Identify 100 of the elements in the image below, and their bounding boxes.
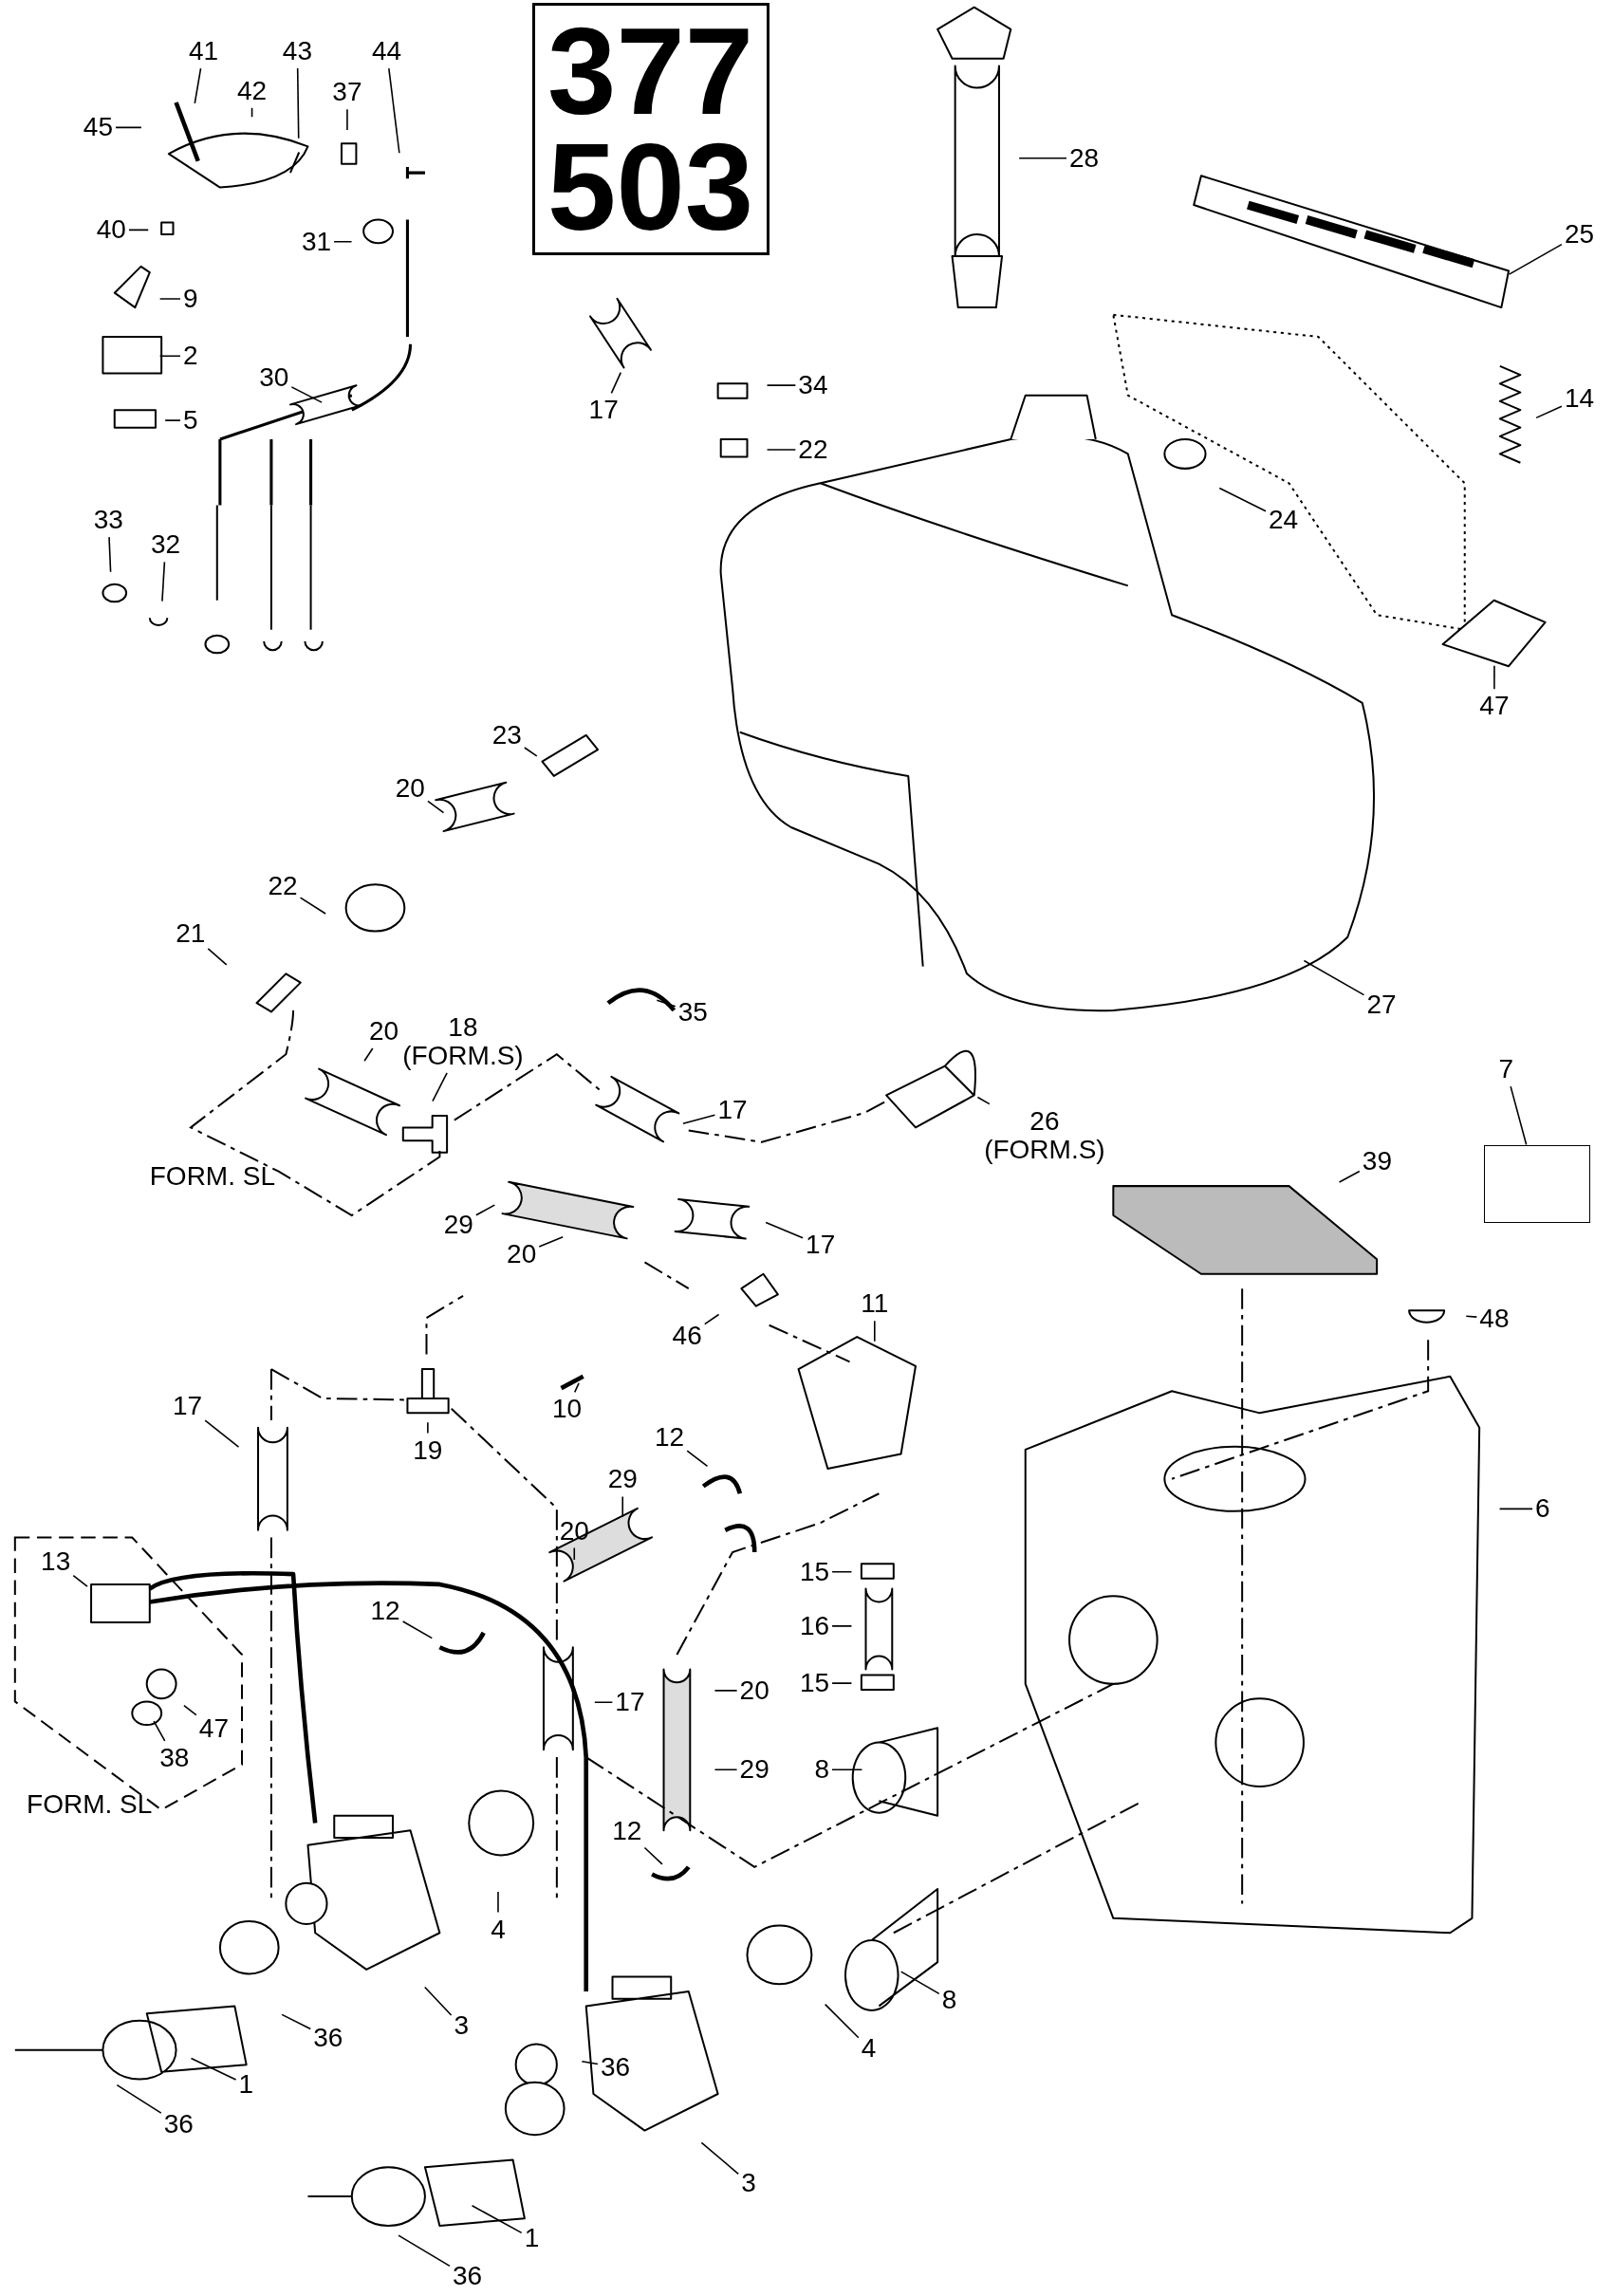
leader-line: [1303, 959, 1365, 996]
callout-number: 48: [1479, 1304, 1510, 1333]
leader-line: [766, 449, 797, 451]
note-text: FORM. SL: [149, 1161, 275, 1191]
leader-line: [128, 229, 150, 231]
callout-number: 12: [612, 1817, 642, 1846]
leader-line: [610, 371, 622, 395]
leader-line: [398, 2234, 451, 2268]
callout-number: 44: [372, 37, 402, 66]
leader-line: [656, 999, 677, 1008]
leader-line: [158, 355, 181, 357]
callout-number: 24: [1269, 506, 1299, 535]
callout-number: 9: [182, 285, 198, 313]
leader-line: [581, 2061, 599, 2065]
callout-number: 1: [524, 2224, 540, 2253]
callout-number: 29: [443, 1210, 473, 1239]
callout-number: 36: [163, 2109, 194, 2139]
callout-number: 43: [282, 37, 312, 66]
leader-line: [831, 1625, 853, 1627]
callout-number: 17: [615, 1688, 645, 1717]
leader-line: [1018, 157, 1067, 159]
callout-number: 38: [159, 1743, 190, 1772]
leader-line: [363, 1047, 374, 1063]
callout-number: 18 (FORM.S): [400, 1012, 525, 1070]
callout-number: 34: [798, 371, 828, 400]
callout-number: 36: [600, 2052, 631, 2082]
leader-line: [204, 1419, 240, 1448]
leader-line: [108, 536, 112, 573]
callout-number: 16: [799, 1611, 830, 1640]
callout-number: 17: [588, 396, 619, 425]
leader-line: [183, 1704, 197, 1716]
callout-number: 46: [672, 1322, 702, 1351]
callout-number: 3: [741, 2168, 756, 2197]
leader-line: [1508, 243, 1563, 275]
leader-line: [831, 1570, 853, 1573]
callout-number: 4: [491, 1915, 506, 1944]
leader-line: [333, 240, 353, 243]
leader-line: [1465, 1315, 1478, 1318]
callout-number: 36: [313, 2023, 343, 2052]
callout-number: 12: [370, 1597, 400, 1626]
leader-line: [290, 386, 323, 403]
leader-line: [388, 67, 400, 155]
callout-number: 8: [941, 1985, 957, 2014]
callout-number: 10: [551, 1395, 583, 1424]
leader-line: [161, 561, 166, 602]
callout-number: 22: [798, 435, 828, 464]
leader-line: [643, 1846, 663, 1865]
leader-line: [700, 2141, 739, 2176]
leader-line: [423, 1986, 453, 2016]
callout-number: 29: [607, 1465, 638, 1494]
callout-number: 17: [806, 1231, 836, 1260]
leader-line: [158, 298, 181, 300]
leader-line: [299, 897, 326, 915]
callout-number: 6: [1535, 1494, 1550, 1524]
leader-line: [346, 108, 348, 131]
callout-number: 7: [1498, 1055, 1514, 1084]
leader-line: [524, 747, 538, 757]
callout-number: 28: [1069, 143, 1100, 173]
callout-number: 1: [238, 2070, 254, 2100]
callout-number: 19: [413, 1435, 443, 1465]
callout-number: 37: [332, 78, 362, 107]
callout-number: 4: [861, 2033, 877, 2063]
leader-line: [621, 1495, 623, 1518]
leader-line: [296, 67, 300, 139]
leader-line: [831, 1682, 853, 1684]
callout-number: 47: [198, 1713, 229, 1743]
callout-number: 26 (FORM.S): [982, 1106, 1106, 1164]
callout-number: 15: [799, 1669, 830, 1698]
leader-line: [824, 2003, 860, 2039]
callout-number: 11: [861, 1289, 889, 1319]
leader-line: [475, 1204, 496, 1216]
leader-line: [874, 1320, 876, 1342]
leader-line: [766, 384, 797, 386]
callout-number: 17: [717, 1096, 748, 1125]
callout-number: 40: [96, 215, 126, 245]
leader-line: [471, 2204, 523, 2234]
leader-line: [115, 126, 142, 129]
callout-number: 29: [739, 1755, 769, 1785]
leader-line: [427, 1421, 429, 1435]
callout-number: 23: [491, 721, 522, 750]
callout-number: 2: [182, 342, 198, 371]
leader-line: [1535, 405, 1563, 419]
model-number-box: 377 503: [531, 2, 769, 255]
leader-line: [153, 1720, 166, 1742]
note-text: FORM. SL: [27, 1790, 153, 1820]
callout-number: 5: [182, 406, 198, 435]
leader-line: [194, 67, 202, 104]
leader-line: [116, 2083, 162, 2114]
callout-number: 45: [83, 113, 113, 142]
leader-line: [686, 1450, 709, 1468]
leader-line: [281, 2013, 312, 2030]
leader-line: [573, 1546, 576, 1561]
callout-number: 20: [368, 1017, 399, 1046]
leader-line: [976, 1096, 991, 1105]
leader-line: [164, 419, 181, 421]
callout-number: 35: [677, 997, 708, 1027]
leader-line: [594, 1701, 614, 1703]
leader-line: [831, 1768, 863, 1770]
leader-line: [714, 1690, 738, 1692]
callout-number: 20: [507, 1239, 537, 1268]
